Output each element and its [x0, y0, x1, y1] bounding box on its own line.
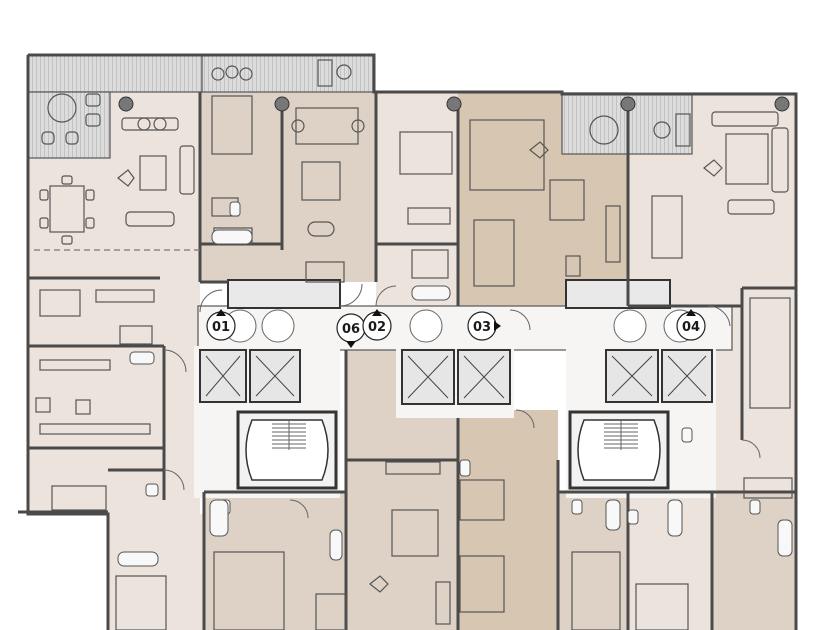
- zone-unit-west-lower: [108, 514, 204, 630]
- terrace-north-middle: [201, 54, 375, 93]
- utility-box-east: [565, 279, 671, 309]
- elevator-crosses: [205, 355, 707, 399]
- utility-box-west: [227, 279, 341, 309]
- unit-tag-06: 06: [336, 313, 366, 348]
- zone-lower-east-2: [712, 492, 796, 630]
- walls: [18, 53, 798, 630]
- unit-label-03: 03: [473, 320, 491, 335]
- unit-tag-03: 03: [467, 311, 501, 341]
- zone-unit-02: [200, 92, 376, 282]
- stairs-west: [236, 410, 338, 490]
- stairs-east: [568, 410, 670, 490]
- door-swings: [163, 283, 761, 519]
- bathroom-fixtures: [117, 201, 793, 567]
- unit-label-02: 02: [368, 320, 386, 335]
- terrace-west-side: [27, 91, 111, 159]
- columns: [118, 96, 790, 112]
- zone-unit-center: [376, 92, 458, 312]
- terrace-west: [27, 54, 203, 93]
- unit-tag-04: 04: [676, 309, 706, 341]
- unit-label-04: 04: [682, 320, 700, 335]
- zone-unit-west: [28, 92, 200, 514]
- unit-tag-01: 01: [206, 309, 236, 341]
- unit-tag-02: 02: [362, 309, 392, 341]
- unit-label-01: 01: [212, 320, 230, 335]
- unit-label-06: 06: [342, 322, 360, 337]
